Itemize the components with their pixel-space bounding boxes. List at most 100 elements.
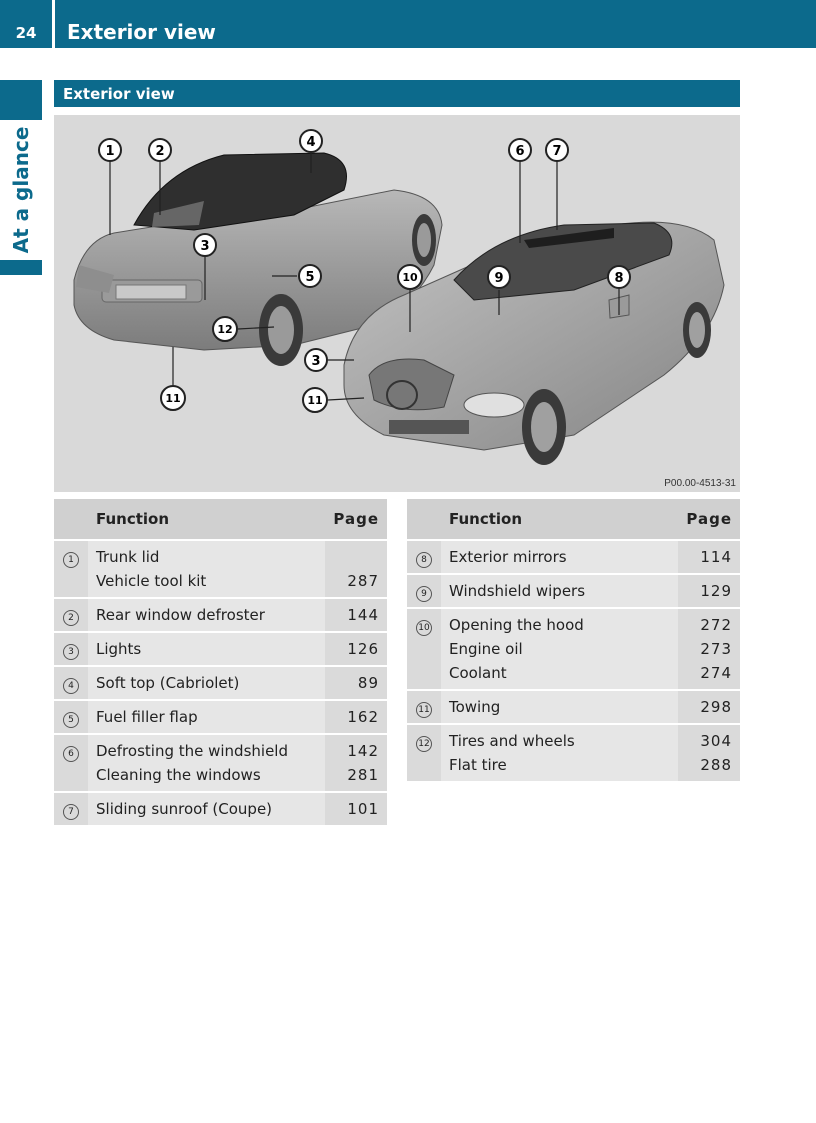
- function-label: Flat tire: [449, 756, 507, 774]
- exterior-view-figure: 1 2 3 4 5 6 7 8 9 10 3 11 11 12 P00.00-4…: [54, 115, 740, 492]
- function-label: Defrosting the windshield: [96, 742, 288, 760]
- function-label: Vehicle tool kit: [96, 572, 207, 590]
- svg-text:3: 3: [200, 239, 209, 254]
- callout-leaders: [109, 151, 620, 401]
- callout-5: 5: [298, 264, 322, 288]
- side-tab[interactable]: At a glance: [0, 120, 42, 260]
- side-tab-label: At a glance: [9, 126, 33, 254]
- callout-9: 9: [487, 265, 511, 289]
- item-number: 3: [63, 644, 79, 660]
- table-row: 7 Sliding sunroof (Coupe) 101: [54, 792, 387, 827]
- header-number: [407, 499, 441, 541]
- function-label: Rear window defroster: [96, 606, 265, 624]
- callout-7: 7: [545, 138, 569, 162]
- table-row: 2 Rear window defroster 144: [54, 598, 387, 633]
- page-ref: 281: [347, 766, 379, 784]
- svg-text:10: 10: [402, 271, 418, 284]
- item-number: 5: [63, 712, 79, 728]
- page-ref: 144: [347, 606, 379, 624]
- svg-text:5: 5: [305, 270, 314, 285]
- header-number: [54, 499, 88, 541]
- svg-text:3: 3: [311, 354, 320, 369]
- function-label: Tires and wheels: [449, 732, 575, 750]
- function-label: Exterior mirrors: [449, 548, 567, 566]
- svg-text:1: 1: [105, 144, 114, 159]
- section-title: Exterior view: [54, 80, 740, 107]
- item-number: 1: [63, 552, 79, 568]
- function-label: Soft top (Cabriolet): [96, 674, 240, 692]
- item-number: 6: [63, 746, 79, 762]
- header-function: Function: [88, 499, 326, 541]
- item-number: 9: [416, 586, 432, 602]
- function-label: Towing: [449, 698, 501, 716]
- function-label: Windshield wipers: [449, 582, 586, 600]
- table-row: 5 Fuel filler flap 162: [54, 700, 387, 735]
- figure-code: P00.00-4513-31: [664, 478, 736, 489]
- callout-1: 1: [98, 138, 122, 162]
- table-header-row: Function Page: [54, 499, 387, 541]
- page-ref: 89: [357, 674, 379, 692]
- svg-text:11: 11: [165, 392, 180, 405]
- function-label: Fuel filler flap: [96, 708, 198, 726]
- svg-text:7: 7: [552, 144, 561, 159]
- callout-8: 8: [607, 265, 631, 289]
- callout-10: 10: [397, 264, 423, 290]
- function-table-right: Function Page 8 Exterior mirrors 114 9 W…: [407, 499, 740, 783]
- function-table-left: Function Page 1 Trunk lid Vehicle tool k…: [54, 499, 387, 827]
- table-row: 12 Tires and wheels Flat tire 304 288: [407, 724, 740, 783]
- page-title: Exterior view: [67, 20, 216, 44]
- page-ref: 273: [700, 640, 732, 658]
- page-ref: 162: [347, 708, 379, 726]
- page-number: 24: [15, 24, 37, 42]
- table-row: 9 Windshield wipers 129: [407, 574, 740, 609]
- cabriolet-car: [73, 152, 443, 366]
- item-number: 2: [63, 610, 79, 626]
- table-row: 1 Trunk lid Vehicle tool kit 287: [54, 540, 387, 599]
- header-page: Page: [325, 499, 387, 541]
- item-number: 10: [416, 620, 432, 636]
- page-ref: [333, 545, 379, 569]
- header-divider: [52, 0, 55, 48]
- table-row: 3 Lights 126: [54, 632, 387, 667]
- function-label: Cleaning the windows: [96, 766, 261, 784]
- table-row: 4 Soft top (Cabriolet) 89: [54, 666, 387, 701]
- page-ref: 142: [347, 742, 379, 760]
- svg-text:4: 4: [306, 135, 315, 150]
- svg-text:9: 9: [494, 271, 503, 286]
- function-label: Engine oil: [449, 640, 523, 658]
- header-function: Function: [441, 499, 679, 541]
- page-ref: 101: [347, 800, 379, 818]
- item-number: 8: [416, 552, 432, 568]
- svg-text:6: 6: [515, 144, 524, 159]
- item-number: 4: [63, 678, 79, 694]
- table-row: 6 Defrosting the windshield Cleaning the…: [54, 734, 387, 793]
- function-label: Lights: [96, 640, 142, 658]
- item-number: 11: [416, 702, 432, 718]
- svg-text:2: 2: [155, 144, 164, 159]
- callout-3-coupe: 3: [304, 348, 328, 372]
- function-label: Sliding sunroof (Coupe): [96, 800, 273, 818]
- item-number: 7: [63, 804, 79, 820]
- table-row: 11 Towing 298: [407, 690, 740, 725]
- svg-text:11: 11: [307, 394, 322, 407]
- page-ref: 304: [700, 732, 732, 750]
- callout-11-cabriolet: 11: [160, 385, 186, 411]
- page-ref: 287: [347, 572, 379, 590]
- function-label: Coolant: [449, 664, 507, 682]
- header-page: Page: [678, 499, 740, 541]
- page-ref: 288: [700, 756, 732, 774]
- page-ref: 129: [700, 582, 732, 600]
- callout-4: 4: [299, 129, 323, 153]
- page-ref: 114: [700, 548, 732, 566]
- callout-markers: 1 2 3 4 5 6 7 8 9 10 3 11 11 12: [98, 129, 631, 413]
- page-ref: 274: [700, 664, 732, 682]
- page-header-bar: 24 Exterior view: [0, 0, 816, 48]
- table-header-row: Function Page: [407, 499, 740, 541]
- callout-2: 2: [148, 138, 172, 162]
- callout-6: 6: [508, 138, 532, 162]
- callout-11-coupe: 11: [302, 387, 328, 413]
- svg-text:8: 8: [614, 271, 623, 286]
- function-label: Opening the hood: [449, 616, 584, 634]
- page-ref: 272: [700, 616, 732, 634]
- page-ref: 126: [347, 640, 379, 658]
